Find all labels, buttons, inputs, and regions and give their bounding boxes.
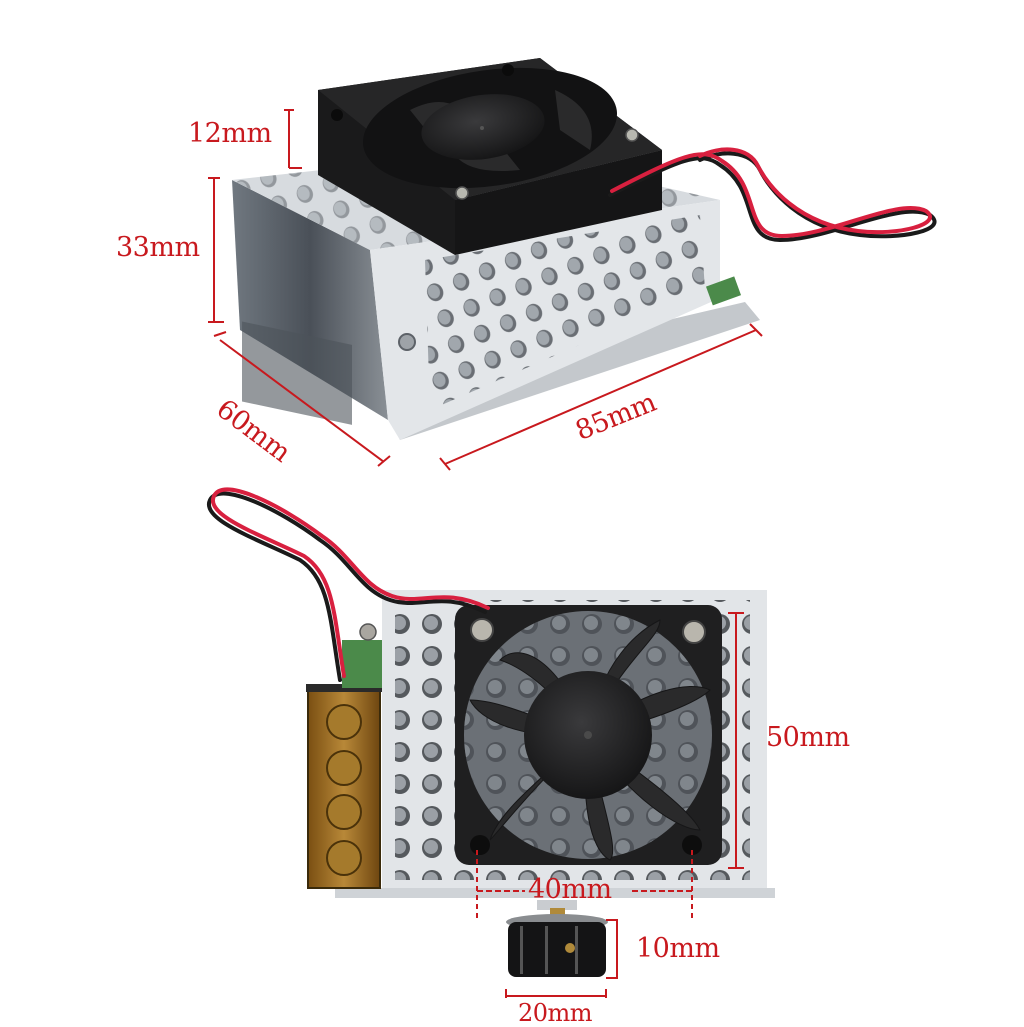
dimension-label-case-width: 50mm — [766, 722, 850, 753]
dimension-label-knob-diameter: 20mm — [518, 999, 593, 1027]
front-fan — [455, 605, 722, 865]
fan-lead-wire-loop — [206, 487, 490, 682]
dimension-label-fan-height: 12mm — [188, 118, 272, 149]
bottom-view-module — [206, 487, 775, 977]
dimension-label-fan-hole-spacing: 40mm — [528, 874, 612, 905]
screw-icon — [398, 333, 416, 351]
screw-terminal-block — [306, 684, 382, 889]
top-view-module — [232, 58, 937, 440]
potentiometer-knob — [506, 900, 608, 977]
dimension-label-knob-height: 10mm — [636, 933, 720, 964]
fan-screw-icon — [470, 618, 494, 642]
terminal-screw-icon — [326, 794, 362, 830]
terminal-screw-icon — [326, 840, 362, 876]
bottom-view-dimension-lines — [476, 612, 744, 998]
dimension-label-case-height: 33mm — [116, 232, 200, 263]
terminal-screw-icon — [326, 704, 362, 740]
terminal-screw-icon — [326, 750, 362, 786]
fan-screw-icon — [682, 620, 706, 644]
top-fan — [318, 58, 662, 255]
fan-lead-wire — [608, 147, 937, 243]
top-view-dimension-lines — [208, 109, 763, 471]
